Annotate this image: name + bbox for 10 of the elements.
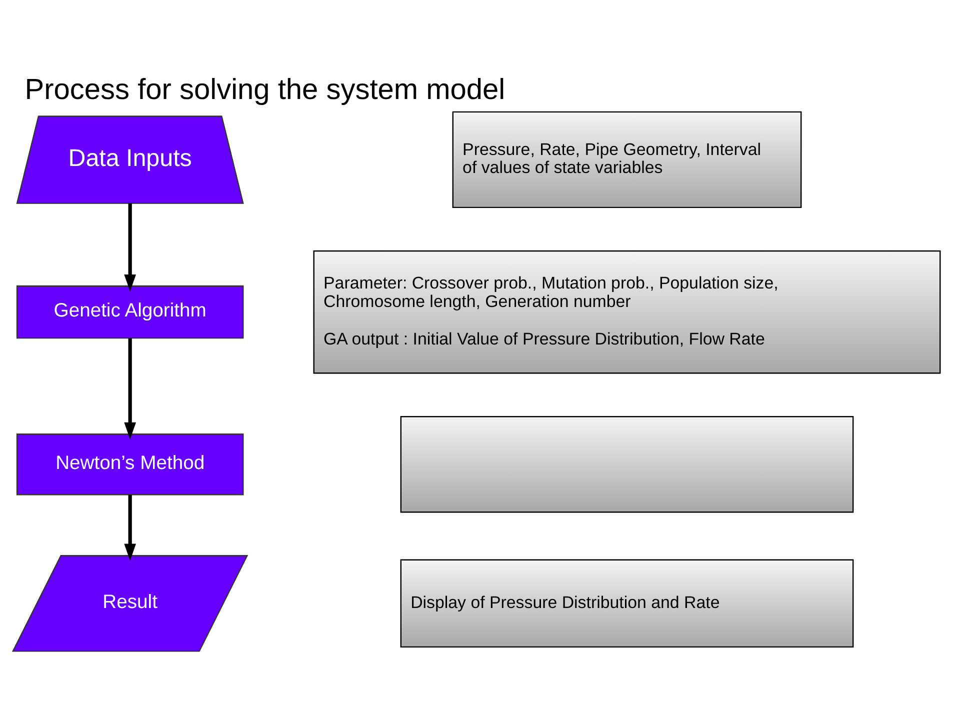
node-box: Display of Pressure Distribution and Rate [400, 559, 854, 648]
diagram-title: Process for solving the system model [24, 74, 506, 106]
arrow [124, 494, 136, 561]
node-box: Newton’s Method [16, 434, 244, 496]
arrow [124, 338, 136, 440]
node-box: Pressure, Rate, Pipe Geometry, Interval of values of state variables [452, 111, 802, 208]
node-box [400, 416, 854, 513]
node-box: Parameter: Crossover prob., Mutation prob., Population size, Chromosome length, Generation number GA output : Initial Value of Pressure Distribution, Flow Rate [313, 250, 941, 374]
arrow [124, 203, 136, 292]
node-box: Genetic Algorithm [16, 285, 244, 339]
